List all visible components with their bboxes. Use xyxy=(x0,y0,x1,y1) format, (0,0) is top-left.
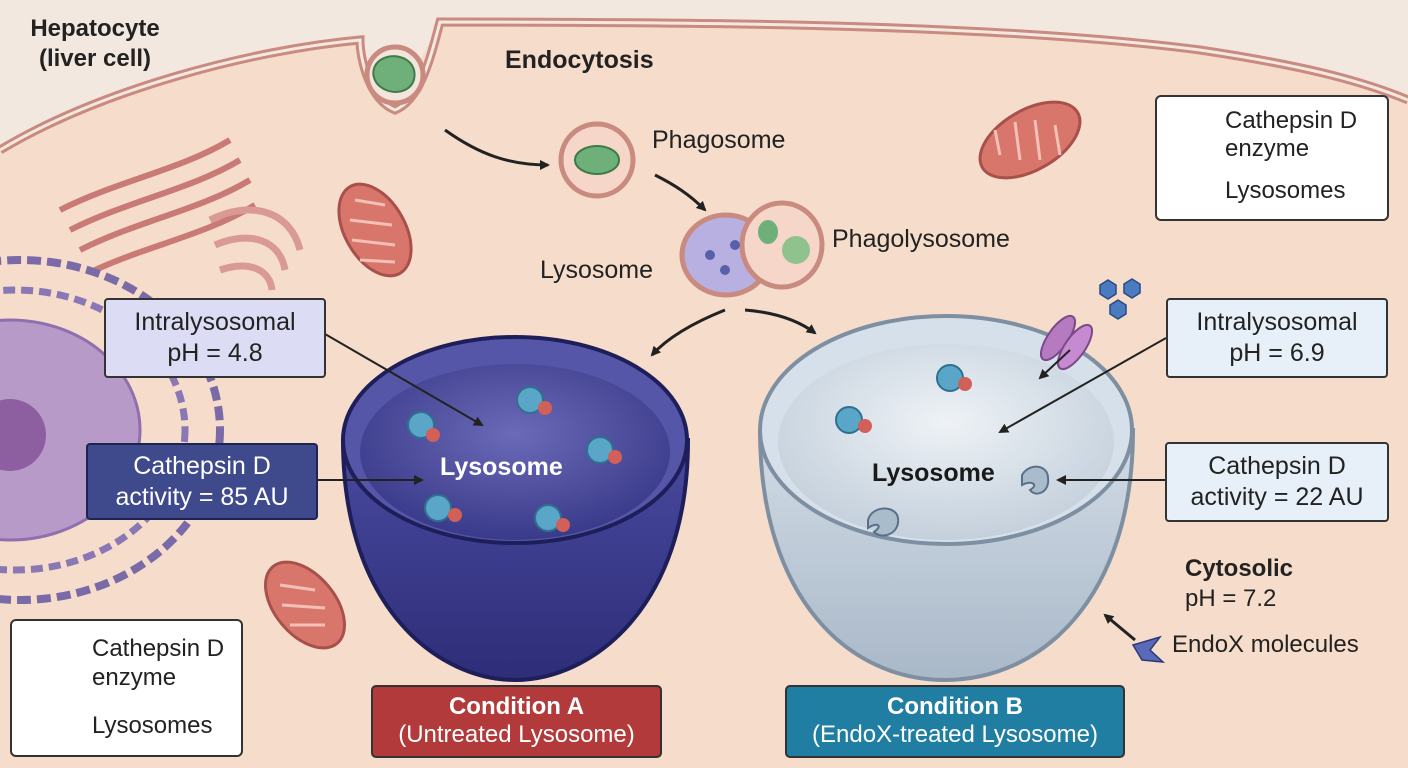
legend-top: Cathepsin D enzyme Lysosomes xyxy=(1155,95,1389,221)
rough-er xyxy=(208,206,304,291)
endox-molecules-label: EndoX molecules xyxy=(1172,631,1359,658)
activity-box-a: Cathepsin D activity = 85 AU xyxy=(86,443,318,520)
condition-b-banner: Condition B (EndoX-treated Lysosome) xyxy=(785,685,1125,758)
nucleolus xyxy=(0,399,46,471)
cathepsin-d-enzyme xyxy=(835,406,872,434)
arrow-phagosome-to-phagolysosome xyxy=(654,173,707,212)
arrow-to-lysosome-a xyxy=(650,308,726,357)
activity-box-b: Cathepsin D activity = 22 AU xyxy=(1165,442,1389,522)
activity-box-a-line2: activity = 85 AU xyxy=(115,482,289,511)
mitochondrion xyxy=(337,182,413,278)
inactive-enzyme xyxy=(1021,465,1050,495)
activity-box-b-line1: Cathepsin D xyxy=(1208,452,1346,480)
cell-title-line2: (liver cell) xyxy=(38,45,152,72)
arrow-ph-b xyxy=(998,337,1167,433)
cathepsin-d-enzyme xyxy=(586,436,622,464)
endox-molecule-icon xyxy=(1131,635,1166,663)
legend-bottom-enzyme-line1: Cathepsin D xyxy=(92,635,225,662)
legend-bottom: Cathepsin D enzyme Lysosomes xyxy=(10,619,243,757)
ph-box-b-line1: Intralysosomal xyxy=(1196,308,1358,336)
arrow-endox-molecules xyxy=(1103,613,1136,642)
arrow-endocytosis-to-phagosome xyxy=(444,128,550,170)
pathogen-particle xyxy=(372,55,416,93)
phagolysosome xyxy=(679,200,825,298)
lysosome-b-label: Lysosome xyxy=(872,459,995,487)
ph-box-b: Intralysosomal pH = 6.9 xyxy=(1166,298,1388,378)
activity-box-b-line2: activity = 22 AU xyxy=(1190,483,1364,511)
mitochondrion xyxy=(263,560,347,650)
golgi-apparatus xyxy=(58,137,257,273)
legend-bottom-lysosomes: Lysosomes xyxy=(92,712,213,739)
activity-box-a-line1: Cathepsin D xyxy=(133,451,271,480)
cathepsin-d-enzyme xyxy=(936,364,972,392)
legend-top-lysosomes: Lysosomes xyxy=(1225,177,1346,204)
condition-a-subtitle: (Untreated Lysosome) xyxy=(398,721,635,748)
label-lysosome-pathway: Lysosome xyxy=(540,256,654,284)
endox-molecule xyxy=(1099,278,1141,320)
arrow-to-lysosome-b xyxy=(744,308,817,335)
condition-a-title: Condition A xyxy=(448,693,585,720)
cathepsin-d-enzyme xyxy=(407,411,440,442)
plasma-membrane-inner xyxy=(0,20,1408,152)
arrow-endox-entry xyxy=(1038,349,1071,380)
ph-box-a: Intralysosomal pH = 4.8 xyxy=(104,298,326,378)
cell-title: Hepatocyte (liver cell) xyxy=(20,14,170,74)
ph-box-a-line1: Intralysosomal xyxy=(134,308,296,336)
cytosolic-ph-line2: pH = 7.2 xyxy=(1185,585,1277,612)
condition-b-subtitle: (EndoX-treated Lysosome) xyxy=(812,721,1098,748)
cytosolic-ph: Cytosolic pH = 7.2 xyxy=(1185,554,1293,614)
cell-title-line1: Hepatocyte xyxy=(30,15,160,42)
label-phagosome: Phagosome xyxy=(652,126,786,154)
lysosome-a-label: Lysosome xyxy=(440,453,563,481)
cathepsin-d-enzyme xyxy=(534,504,570,532)
arrow-ph-a xyxy=(324,333,484,427)
inactive-enzyme xyxy=(867,507,900,537)
ph-box-a-line2: pH = 4.8 xyxy=(167,339,263,367)
legend-bottom-enzyme-line2: enzyme xyxy=(92,664,177,691)
er-ring xyxy=(0,286,189,574)
condition-a-banner: Condition A (Untreated Lysosome) xyxy=(371,685,662,758)
endox-channel xyxy=(1039,314,1094,371)
nuclear-envelope xyxy=(0,256,224,604)
legend-top-enzyme-line1: Cathepsin D xyxy=(1225,107,1358,134)
phagosome-cargo xyxy=(574,145,620,175)
label-phagolysosome: Phagolysosome xyxy=(832,225,1010,253)
condition-b-title: Condition B xyxy=(887,693,1023,720)
cathepsin-d-enzyme xyxy=(424,494,462,522)
cytosolic-ph-line1: Cytosolic xyxy=(1185,555,1294,582)
cathepsin-d-enzyme xyxy=(516,386,552,415)
legend-top-enzyme-line2: enzyme xyxy=(1225,135,1310,162)
label-endocytosis: Endocytosis xyxy=(505,46,654,74)
ph-box-b-line2: pH = 6.9 xyxy=(1229,339,1325,367)
mitochondrion xyxy=(978,100,1082,180)
